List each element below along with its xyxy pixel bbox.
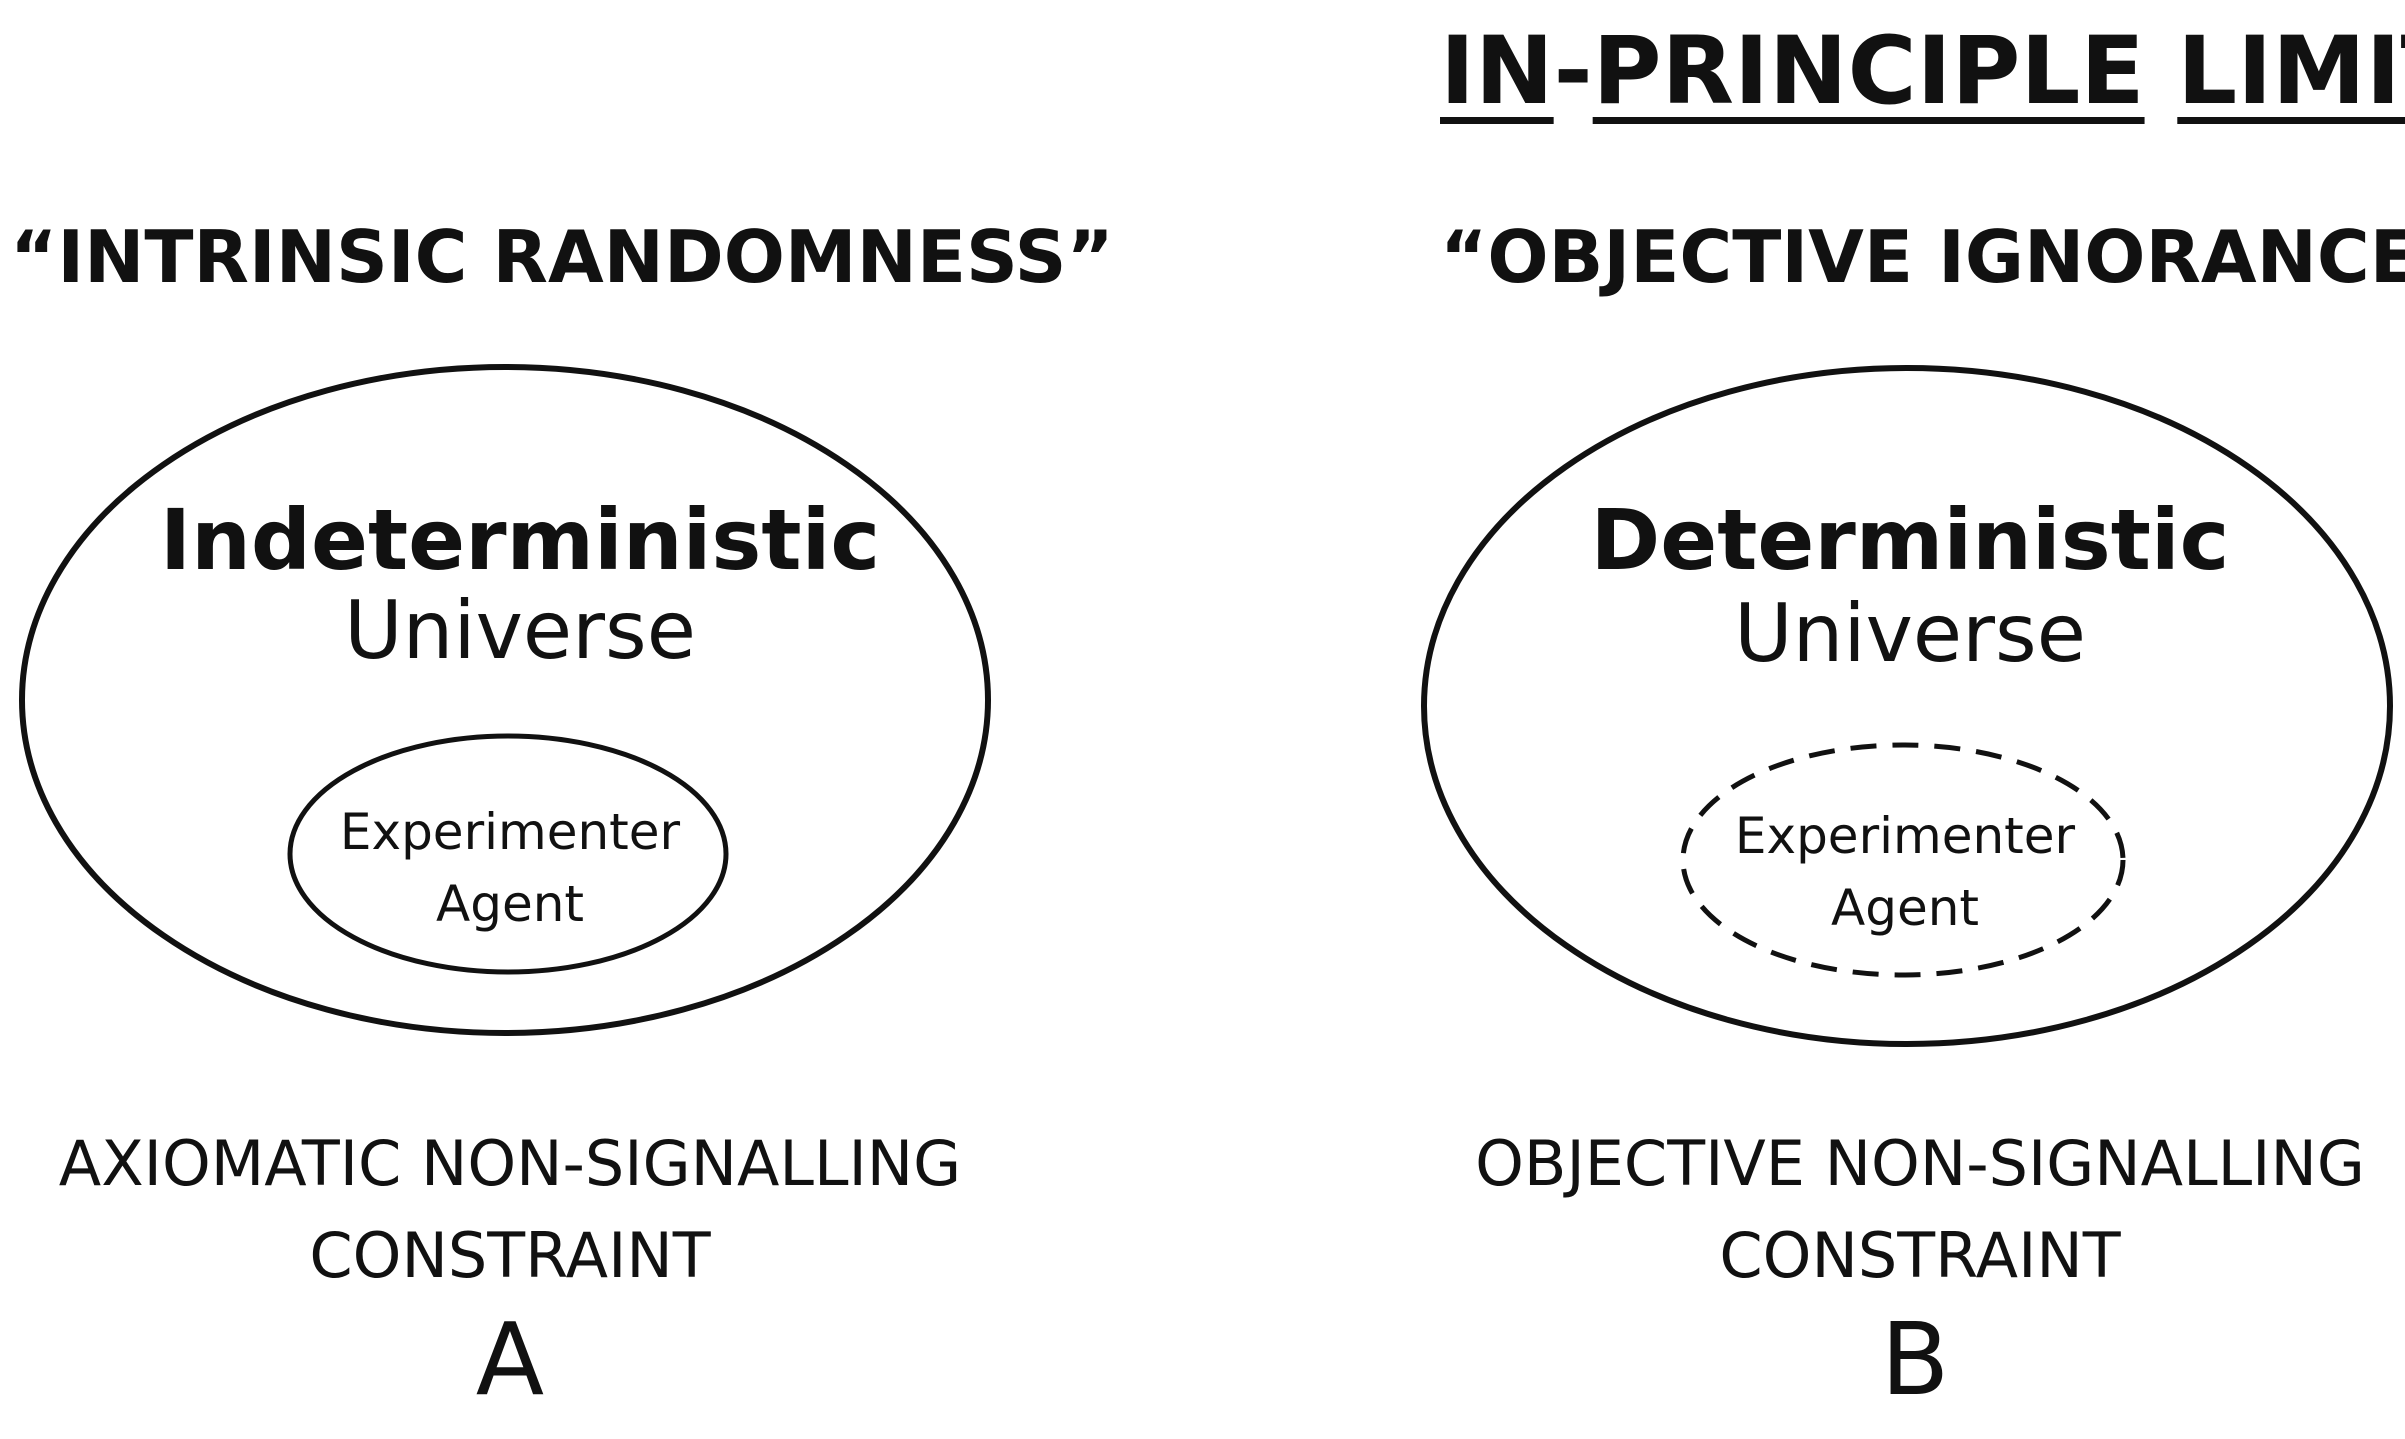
panel-b-agent-label-line2: Agent [1831, 879, 1979, 937]
panel-a-universe-label: Universe [344, 584, 696, 677]
panel-b-quote-title: “OBJECTIVE IGNORANCE” [1440, 215, 2405, 299]
panel-b-constraint-line2: CONSTRAINT [1719, 1219, 2121, 1292]
panel-b-letter: B [1880, 1301, 1950, 1418]
panel-b-universe-ellipse [1421, 365, 2393, 1047]
panel-a-universe-ellipse [19, 364, 991, 1036]
panel-a-universe-type: Indeterministic [159, 491, 881, 589]
heading-word-limit: LIMIT [2177, 17, 2405, 126]
panel-b-agent-ellipse-dashed [1680, 742, 2126, 978]
panel-b-universe-label: Universe [1734, 587, 2086, 680]
panel-b-universe-type: Deterministic [1590, 491, 2230, 589]
panel-b-agent-label-line1: Experimenter [1734, 807, 2076, 865]
panel-a-constraint-line2: CONSTRAINT [309, 1219, 711, 1292]
heading-hyphen: - [1553, 17, 1593, 126]
panel-a-agent-label-line2: Agent [436, 875, 584, 933]
panel-a-agent-ellipse [287, 733, 729, 975]
panel-a-constraint-line1: AXIOMATIC NON-SIGNALLING [58, 1127, 962, 1200]
heading-word-in: IN [1440, 17, 1554, 126]
panel-a-quote-title: “INTRINSIC RANDOMNESS” [10, 215, 1114, 299]
panel-a-agent-label-line1: Experimenter [339, 803, 681, 861]
in-principle-limit-heading: IN-PRINCIPLE LIMIT [1440, 12, 2405, 132]
panel-a-letter: A [475, 1301, 545, 1418]
heading-word-principle: PRINCIPLE [1592, 17, 2145, 126]
panel-b-constraint-line1: OBJECTIVE NON-SIGNALLING [1475, 1127, 2365, 1200]
